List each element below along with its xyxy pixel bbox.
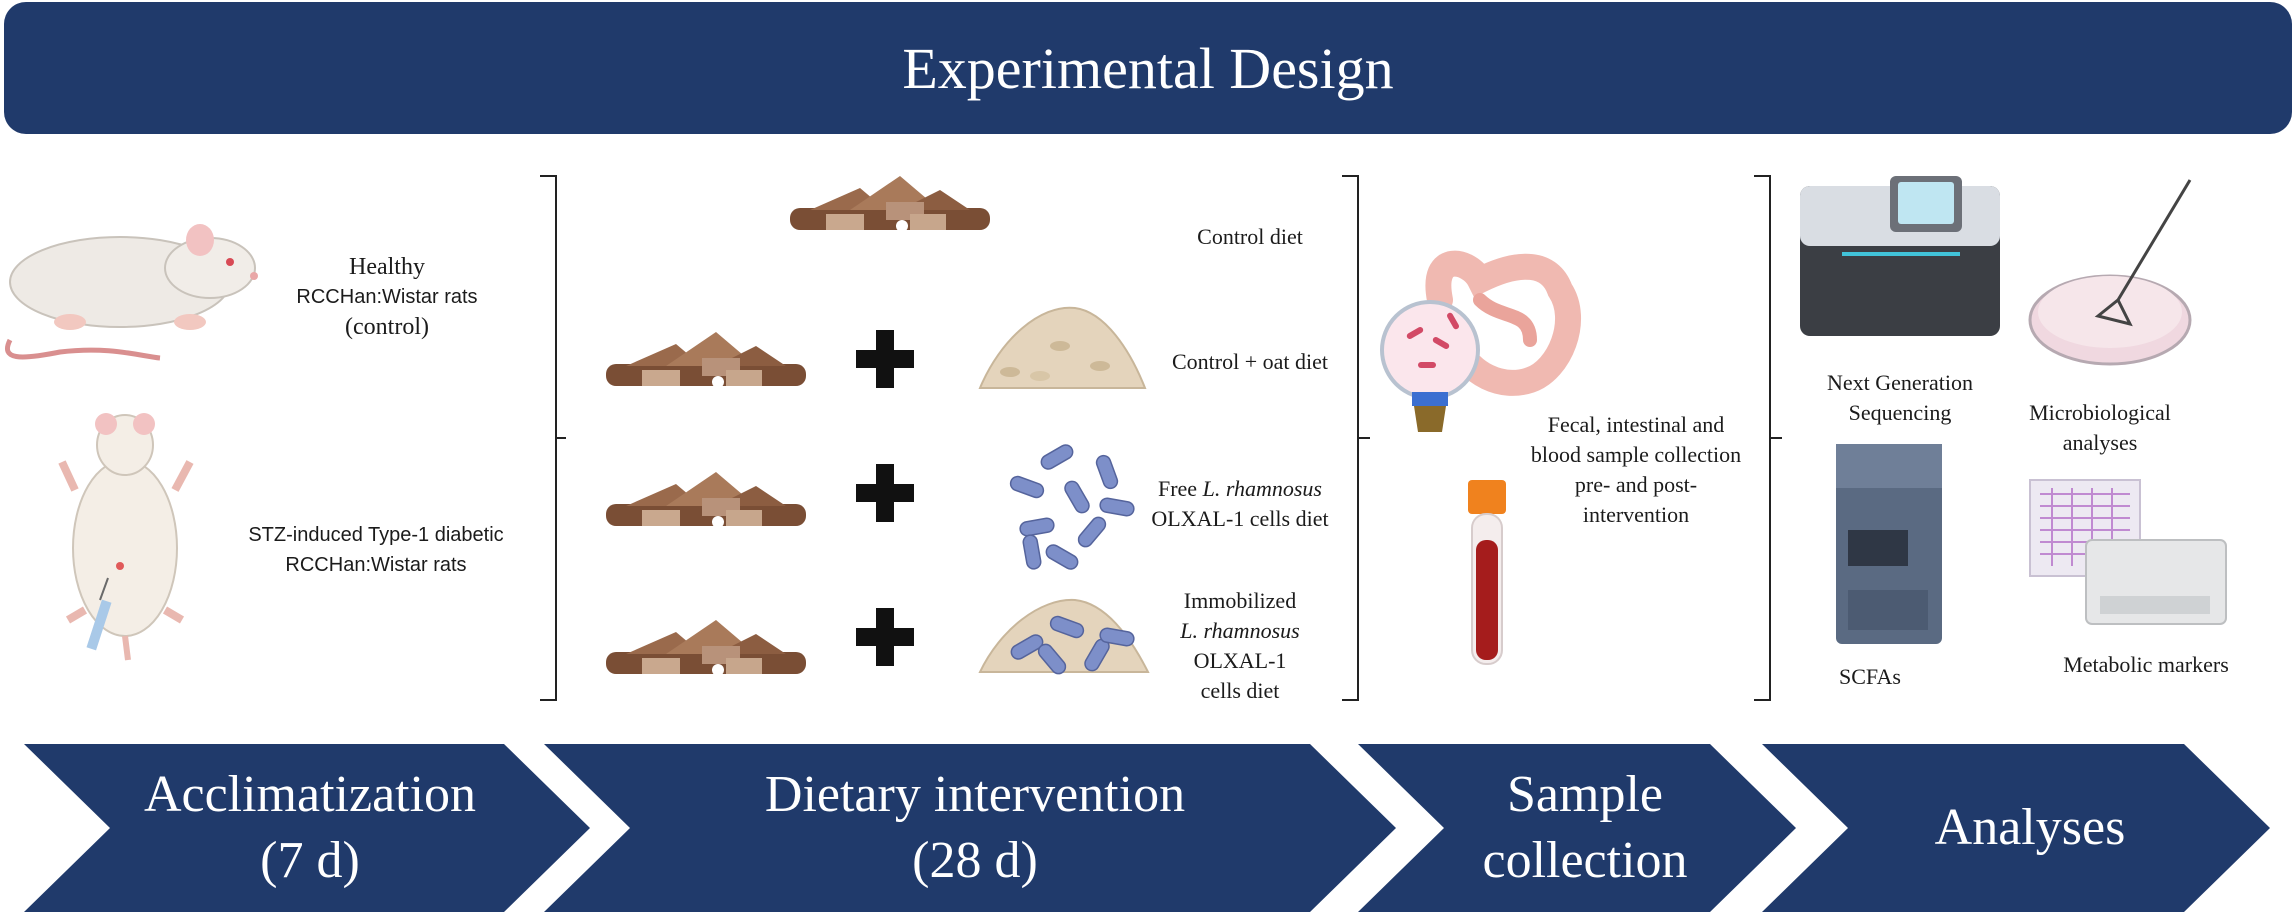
metabolic-label: Metabolic markers: [2063, 652, 2229, 677]
phase-2-line2: (28 d): [912, 832, 1038, 889]
bracket-middle: [1342, 175, 1370, 701]
rat-icon: [5, 224, 258, 361]
plate-reader-icon: [2029, 479, 2227, 625]
rodent-chow-icon: [790, 176, 990, 232]
phase-3-line1: Sample: [1507, 766, 1663, 823]
healthy-line1: Healthy: [349, 254, 425, 280]
diet-immob-line4: cells diet: [1200, 678, 1280, 703]
phase-1-line2: (7 d): [260, 832, 360, 889]
ngs-line2: Sequencing: [1848, 400, 1952, 425]
plus-icon: [856, 464, 914, 522]
micro-label: Microbiological analyses: [2010, 398, 2190, 458]
title-banner: Experimental Design: [4, 2, 2292, 134]
diet-free-line1: Free L. rhamnosus: [1130, 474, 1350, 504]
phase-label-acclimatization: Acclimatization (7 d): [70, 744, 550, 912]
diet-free-label: Free L. rhamnosus OLXAL-1 cells diet: [1130, 474, 1350, 534]
diabetic-line2: RCCHan:Wistar rats: [285, 554, 467, 576]
diet-immob-line1: Immobilized: [1183, 588, 1297, 613]
plus-icon: [856, 608, 914, 666]
petri-dish-icon: [2028, 179, 2192, 366]
phase-chevron-1: [24, 744, 590, 912]
phase-4-line1: Analyses: [1934, 799, 2126, 856]
healthy-line3: (control): [345, 314, 429, 340]
sample-line3: pre- and post-: [1574, 472, 1698, 497]
bracket-right: [1754, 175, 1782, 701]
rodent-chow-icon: [606, 332, 806, 388]
diet-oat-label: Control + oat diet: [1172, 349, 1328, 374]
sample-line4: intervention: [1582, 502, 1690, 527]
ngs-label: Next Generation Sequencing: [1810, 368, 1990, 428]
diet-immobilized-label: Immobilized L. rhamnosus OLXAL-1 cells d…: [1160, 586, 1320, 706]
diabetic-rat-icon: [58, 413, 194, 661]
bracket-left: [540, 175, 566, 701]
diet-immob-line3: OLXAL-1: [1193, 648, 1287, 673]
blood-tube-icon: [1468, 480, 1506, 665]
diabetic-line1: STZ-induced Type-1 diabetic: [248, 524, 504, 546]
diet-immob-line2: L. rhamnosus: [1180, 618, 1300, 643]
immobilized-bacteria-icon: [978, 598, 1150, 678]
bacteria-icon: [1007, 441, 1136, 573]
phase-chevron-4: [1762, 744, 2270, 912]
sequencer-icon: [1800, 176, 2000, 336]
plus-icon: [856, 330, 914, 388]
healthy-line2: RCCHan:Wistar rats: [296, 286, 478, 308]
phase-1-line1: Acclimatization: [143, 766, 477, 823]
phase-chevron-3: [1358, 744, 1796, 912]
illustration-layer: [5, 175, 2227, 701]
oats-icon: [978, 306, 1147, 389]
micro-line2: analyses: [2062, 430, 2138, 455]
sample-line1: Fecal, intestinal and: [1547, 412, 1725, 437]
rodent-chow-icon: [606, 472, 806, 528]
page-title: Experimental Design: [902, 35, 1394, 101]
phase-label-sample: Sample collection: [1430, 744, 1740, 912]
rodent-chow-icon: [606, 620, 806, 676]
sample-label: Fecal, intestinal and blood sample colle…: [1518, 410, 1754, 530]
diabetic-label: STZ-induced Type-1 diabetic RCCHan:Wista…: [226, 520, 526, 580]
healthy-label: Healthy RCCHan:Wistar rats (control): [272, 252, 502, 342]
phase-label-analyses: Analyses: [1840, 744, 2220, 912]
phase-2-line1: Dietary intervention: [764, 766, 1186, 823]
scfa-label: SCFAs: [1839, 664, 1901, 689]
diet-free-line2: OLXAL-1 cells diet: [1151, 506, 1329, 531]
diet-free-species: L. rhamnosus: [1202, 476, 1322, 501]
diet-control-label: Control diet: [1197, 224, 1303, 249]
phase-chevron-2: [544, 744, 1396, 912]
phase-3-line2: collection: [1482, 832, 1688, 889]
sample-line2: blood sample collection: [1530, 442, 1742, 467]
ngs-line1: Next Generation: [1827, 370, 1973, 395]
diet-free-prefix: Free: [1157, 476, 1198, 501]
micro-line1: Microbiological: [2029, 400, 2171, 425]
hplc-instrument-icon: [1836, 444, 1942, 644]
phase-label-dietary: Dietary intervention (28 d): [610, 744, 1340, 912]
intestine-icon: [1380, 250, 1581, 432]
